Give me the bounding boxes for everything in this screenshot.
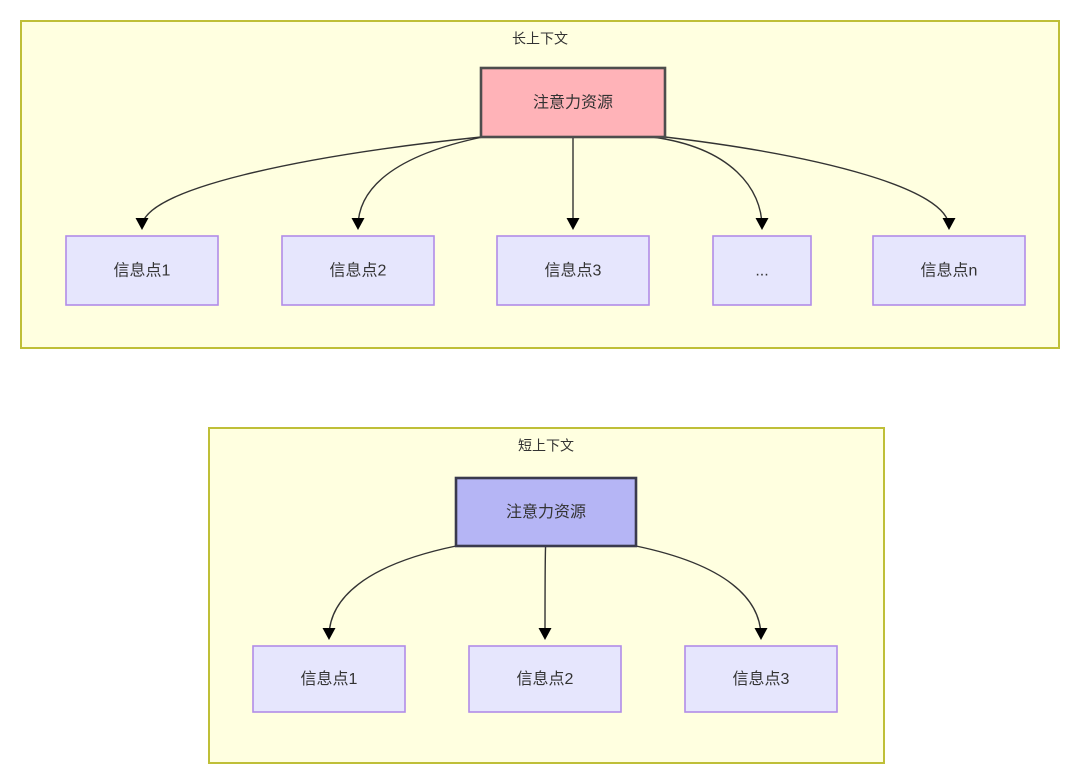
edges-short-context <box>322 545 768 640</box>
info-point-label-long-context-2: 信息点2 <box>330 262 387 280</box>
arrowhead <box>566 218 580 230</box>
edge-root-to-child-2 <box>544 545 547 638</box>
info-point-box-short-context-2[interactable] <box>468 645 622 713</box>
edge-root-to-child-3 <box>635 545 762 638</box>
edge-root-to-child-5 <box>664 136 950 228</box>
arrowhead <box>755 218 769 230</box>
info-point-box-long-context-1[interactable] <box>65 235 219 306</box>
info-point-box-long-context-4[interactable] <box>712 235 812 306</box>
arrowhead <box>135 218 149 230</box>
group-title-long-context: 长上下文 <box>512 31 568 47</box>
attention-resource-box-short-context[interactable] <box>454 476 638 548</box>
info-point-label-long-context-5: 信息点n <box>921 262 978 280</box>
edge-root-to-child-2 <box>357 136 483 228</box>
edge-root-to-child-1 <box>141 136 482 228</box>
info-point-label-short-context-2: 信息点2 <box>517 670 574 688</box>
edge-root-to-child-1 <box>328 545 457 638</box>
info-point-box-short-context-3[interactable] <box>684 645 838 713</box>
edges-long-context <box>135 136 956 230</box>
arrowhead <box>942 218 956 230</box>
edge-root-to-child-4 <box>652 136 763 228</box>
arrowhead <box>351 218 365 230</box>
attention-resource-label-long-context: 注意力资源 <box>533 93 613 112</box>
attention-resource-label-short-context: 注意力资源 <box>506 502 586 521</box>
info-point-box-short-context-1[interactable] <box>252 645 406 713</box>
arrowhead <box>322 628 336 640</box>
info-point-label-long-context-4: ... <box>755 263 768 280</box>
group-title-short-context: 短上下文 <box>518 438 574 454</box>
info-point-box-long-context-2[interactable] <box>281 235 435 306</box>
arrowhead <box>538 628 552 640</box>
info-point-label-short-context-3: 信息点3 <box>733 670 790 688</box>
info-point-box-long-context-5[interactable] <box>872 235 1026 306</box>
info-point-label-short-context-1: 信息点1 <box>301 670 358 688</box>
info-point-label-long-context-3: 信息点3 <box>545 262 602 280</box>
info-point-box-long-context-3[interactable] <box>496 235 650 306</box>
arrowhead <box>754 628 768 640</box>
info-point-label-long-context-1: 信息点1 <box>114 262 171 280</box>
attention-resource-box-long-context[interactable] <box>479 66 667 139</box>
